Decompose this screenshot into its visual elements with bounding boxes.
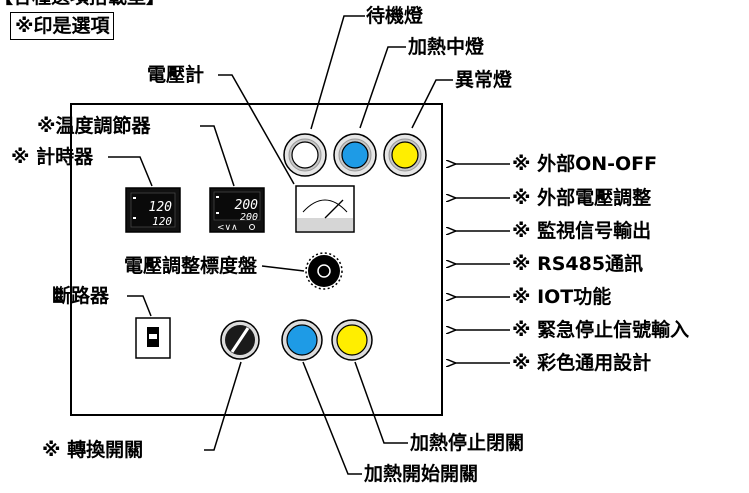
control-panel [70,103,443,416]
timer-top-value: 120 [149,200,173,215]
option-color-universal: ※ 彩色通用設計 [512,352,652,374]
voltage-dial-label: 電壓調整標度盤 [124,255,258,277]
heating-lamp [333,133,377,177]
option-note: ※印是選項 [10,12,115,40]
selector-switch-label: ※ 轉換開關 [42,439,144,461]
option-rs485: ※ RS485通訊 [512,253,644,275]
voltage-dial-knob[interactable] [305,252,343,290]
standby-lamp-label: 待機燈 [366,5,424,27]
temp-top-value: 200 [235,198,259,213]
heat-stop-label: 加熱停止閉關 [410,432,525,454]
heating-lamp-label: 加熱中燈 [408,36,485,58]
circuit-breaker[interactable] [135,317,171,359]
timer-bottom-value: 120 [152,215,172,228]
selector-switch[interactable] [220,320,260,360]
abnormal-lamp [383,133,427,177]
abnormal-lamp-label: 異常燈 [455,69,513,91]
option-emergency-stop: ※ 緊急停止信號輸入 [512,319,690,341]
heat-start-label: 加熱開始開關 [364,463,479,485]
heat-start-button[interactable] [281,319,323,361]
temp-controller-label: ※温度調節器 [37,115,151,137]
voltmeter-label: 電壓計 [147,64,205,86]
option-monitor-signal: ※ 監視信号輸出 [512,220,652,242]
page-heading: 【各種選項搭載型】 [0,0,165,8]
option-iot: ※ IOT功能 [512,286,612,308]
breaker-label: 斷路器 [52,285,110,307]
option-external-voltage: ※ 外部電壓調整 [512,187,652,209]
timer-display: 120 120 [125,187,181,233]
standby-lamp [283,133,327,177]
leader-lines [108,15,453,475]
temp-bottom-value: 200 [240,212,258,223]
timer-label: ※ 計時器 [11,146,94,168]
temp-keys-icon: <∨∧ [217,223,238,233]
temp-controller-display: 200 200 <∨∧ [209,187,265,233]
heat-stop-button[interactable] [331,319,373,361]
option-external-onoff: ※ 外部ON-OFF [512,153,658,175]
option-arrows [455,164,510,363]
voltmeter [295,185,355,233]
